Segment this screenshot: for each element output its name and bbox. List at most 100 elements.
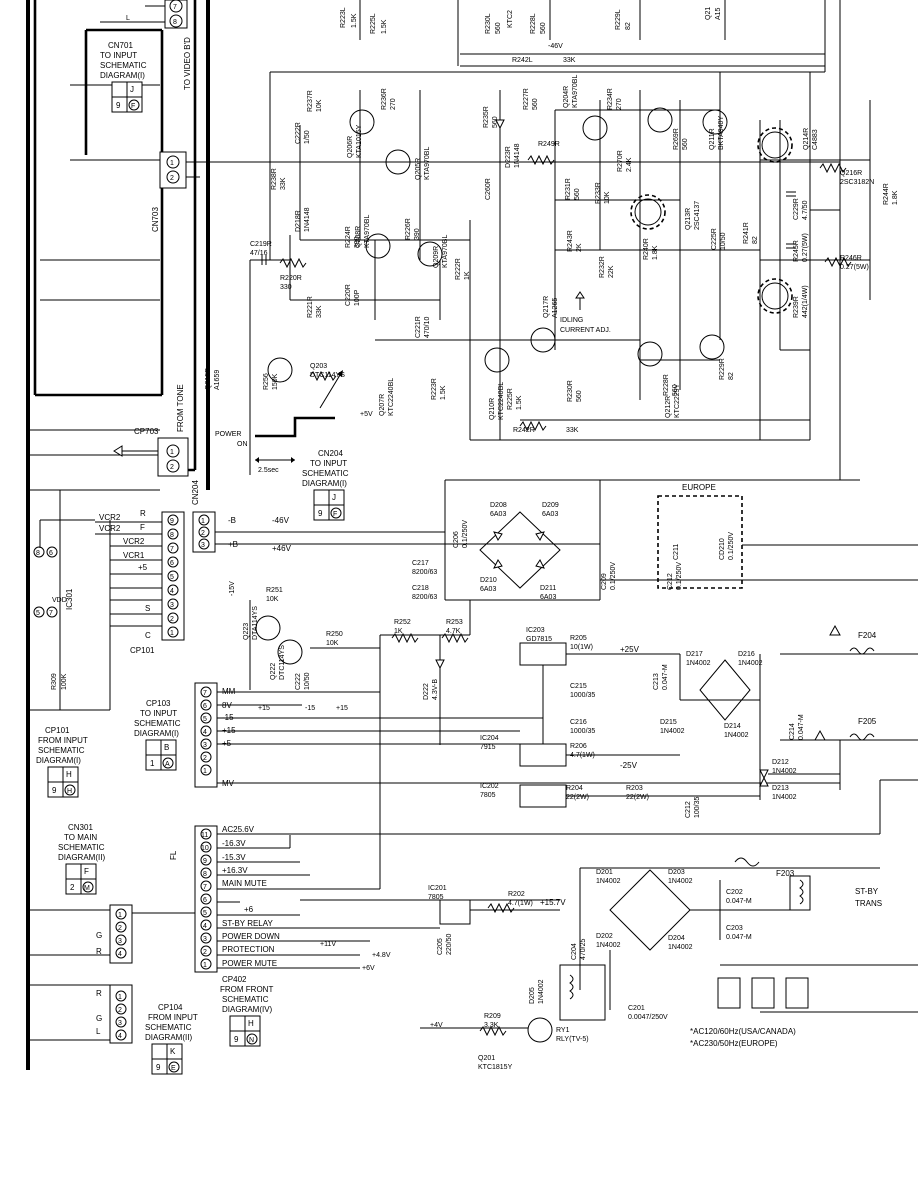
c203-label: C203	[726, 925, 743, 932]
d201-value: 1N4002	[596, 878, 621, 885]
c204-label: C204	[571, 943, 578, 960]
r234r-label: R234R	[607, 88, 614, 110]
r244r-value: 1.8K	[892, 190, 899, 205]
cp103-pin	[200, 751, 212, 763]
cp703-pin-1-label: 1	[170, 449, 174, 456]
left4-net-r: R	[96, 947, 102, 956]
d213-value: 1N4002	[772, 794, 797, 801]
q210r-value: KTC2240BL	[498, 382, 505, 420]
c216-label: C216	[570, 719, 587, 726]
cp101-side-r: R	[140, 509, 146, 518]
c213-label: C213	[653, 673, 660, 690]
r270r-resistor-icon	[527, 154, 555, 166]
relay-coil-icon	[569, 974, 574, 1000]
cp402-net-m153: -15.3V	[222, 853, 246, 862]
cp104-ref-circle: E	[171, 1065, 176, 1072]
r242r-label: R242R	[513, 427, 535, 434]
c204-value: 470/25	[580, 938, 587, 960]
d222-value: 4.3V-B	[432, 679, 439, 700]
c221r-value: 470/10	[424, 316, 431, 338]
r229l-label: R229L	[615, 9, 622, 30]
f204-fuse-icon	[849, 647, 875, 655]
outlet-3-icon	[785, 977, 809, 1009]
r241r-value: 82	[752, 236, 759, 244]
cp104-title-3: DIAGRAM(II)	[145, 1033, 192, 1042]
cn301-title-2: SCHEMATIC	[58, 843, 105, 852]
c225r-label: C225R	[711, 228, 718, 250]
trans-label: TRANS	[855, 899, 882, 908]
r225l-value: 1.5K	[381, 19, 388, 34]
r244r-label: R244R	[883, 183, 890, 205]
ic301-pin-5: 5	[36, 610, 40, 617]
r203-value: 22(2W)	[626, 794, 649, 801]
minus15v-label: -15V	[229, 581, 236, 596]
q211r-label: Q211R	[709, 128, 716, 150]
c202-label: C202	[726, 889, 743, 896]
outlet-1-icon	[717, 977, 741, 1009]
cp101-pin-label: 9	[170, 518, 174, 525]
left4-pin	[115, 921, 127, 933]
r229r-value: 82	[728, 372, 735, 380]
q203-transistor-icon	[267, 357, 293, 383]
q223-transistor-icon	[255, 615, 281, 641]
d211-label: D211	[540, 585, 556, 592]
ry1-value: RLY(TV-5)	[556, 1036, 589, 1043]
r225l-label: R225L	[370, 13, 377, 34]
q208r-value: KTA970BL	[364, 215, 371, 248]
cp402-pin	[200, 828, 212, 840]
cn301-title-1: TO MAIN	[64, 833, 97, 842]
cn701-pin-8	[169, 14, 183, 28]
cp101-ref-letter: H	[66, 770, 72, 779]
cn204-block: 1 2 3 CN204 -B +B -46V +46V CN204 TO INP…	[191, 449, 600, 553]
d222-label: D222	[423, 683, 430, 700]
bridge-rectifier-2	[699, 659, 751, 721]
r240r-label: R240R	[643, 238, 650, 260]
d217-value: 1N4002	[686, 660, 711, 667]
c202-value: 0.047-M	[726, 898, 752, 905]
cn701-block: 7 8 L CN701 TO INPUT SCHEMATIC DIAGRAM(I…	[100, 0, 192, 113]
r223l-label: R223L	[340, 7, 347, 28]
cp101-pin-label: 8	[170, 532, 174, 539]
cp402-desc-2: DIAGRAM(IV)	[222, 1005, 273, 1014]
q208r-transistor-icon	[365, 233, 391, 259]
d212-value: 1N4002	[772, 768, 797, 775]
q212r-value: KTC2229Y	[674, 383, 681, 418]
cp101-pin	[167, 598, 179, 610]
d216-value: 1N4002	[738, 660, 763, 667]
left4-pin	[115, 908, 127, 920]
r220r-label: R220R	[280, 275, 302, 282]
q222-label: Q222	[270, 663, 277, 680]
q210r-label: Q210R	[489, 398, 496, 420]
cn204-desc-1: SCHEMATIC	[302, 469, 349, 478]
d215-value: 1N4002	[660, 728, 685, 735]
cp101-net-vcr2: VCR2	[123, 537, 145, 546]
d205-value: 1N4002	[538, 979, 545, 1004]
amp-minus46v: -46V	[548, 43, 563, 50]
c213-value: 0.047-M	[662, 664, 669, 690]
d202-label: D202	[596, 933, 613, 940]
f205-label: F205	[858, 717, 877, 726]
r242l-label: R242L	[512, 57, 533, 64]
note-ac120: *AC120/60Hz(USA/CANADA)	[690, 1027, 796, 1036]
r209-value: 3.3K	[484, 1022, 499, 1029]
warning-triangle-icon	[829, 624, 841, 636]
cp104-pin	[115, 1029, 127, 1041]
r232r-value: 22K	[608, 265, 615, 278]
cp402-pin-label: 11	[201, 832, 208, 839]
tag-plus11v: +11V	[320, 941, 336, 948]
cp402-pin	[200, 841, 212, 853]
cn703-pin-2-label: 2	[170, 175, 174, 182]
cp104-pin-label: 1	[118, 994, 122, 1001]
cp101-ref-title-2: SCHEMATIC	[38, 746, 85, 755]
cp103-pin-label: 7	[203, 690, 207, 697]
cp402-pin	[200, 880, 212, 892]
power-on-pulse	[255, 416, 335, 438]
r239r-value: 442(1/4W)	[802, 285, 809, 318]
r246r-label: R246R	[840, 255, 862, 262]
r270r-label: R270R	[617, 150, 624, 172]
r235r-value: 560	[492, 116, 499, 128]
d208-value: 6A03	[490, 511, 506, 518]
r230r-value: 560	[576, 390, 583, 402]
cp104-net-g: G	[96, 1014, 102, 1023]
cp101-ref-num: 9	[52, 786, 57, 795]
